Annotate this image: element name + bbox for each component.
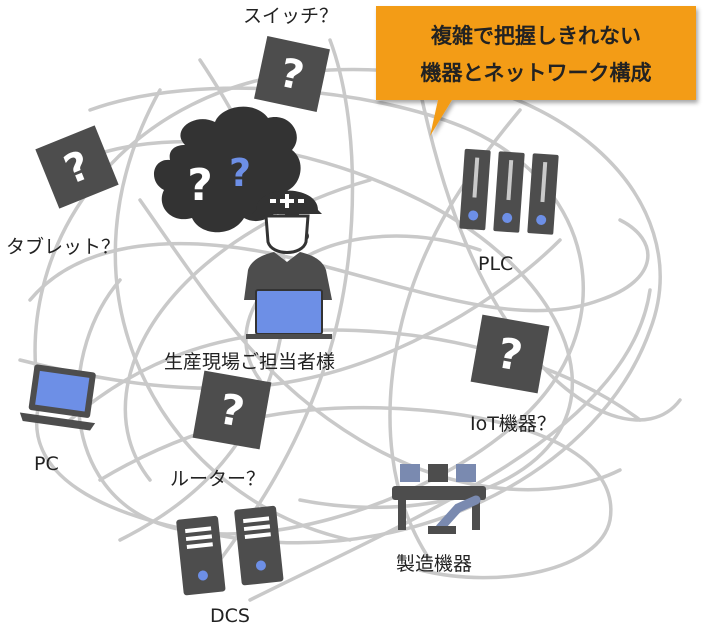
tower-unit — [234, 505, 284, 586]
tower-unit — [176, 515, 226, 596]
box — [428, 464, 448, 482]
cable — [68, 328, 642, 422]
conveyor-belt — [392, 486, 486, 500]
label-tablet: タブレット？ — [6, 235, 120, 258]
laptop-screen — [35, 370, 90, 412]
question-mark: ? — [187, 160, 213, 211]
conveyor-robot-icon — [392, 464, 486, 534]
question-box — [35, 125, 119, 209]
callout-line-2: 機器とネットワーク構成 — [421, 61, 652, 85]
conveyor-leg — [472, 500, 480, 530]
helmet-stripe — [298, 199, 304, 203]
label-manufacturing: 製造機器 — [396, 553, 472, 575]
server-rack-icon — [459, 148, 559, 235]
question-box-icon: ? — [192, 370, 272, 450]
robot-base — [428, 526, 456, 534]
cable — [138, 198, 622, 492]
question-box — [254, 36, 330, 112]
cable — [33, 67, 662, 545]
question-box — [192, 370, 272, 450]
cable — [28, 218, 650, 313]
label-pc: PC — [34, 453, 59, 475]
rack-unit — [527, 153, 559, 235]
question-box-icon: ? — [470, 314, 550, 394]
tangled-cables — [18, 38, 682, 602]
laptop-keyboard — [19, 412, 96, 431]
question-box-icon: ? — [254, 36, 330, 112]
face — [264, 214, 310, 254]
label-person: 生産現場ご担当者様 — [164, 351, 335, 373]
label-switch: スイッチ？ — [243, 5, 338, 27]
body — [244, 252, 332, 300]
question-box-icon: ? — [35, 125, 119, 209]
label-router: ルーター？ — [170, 468, 265, 490]
worker-with-laptop-icon — [244, 190, 332, 339]
label-dcs: DCS — [210, 605, 250, 627]
callout-line-1: 複雑で把握しきれない — [430, 24, 641, 48]
rack-unit — [493, 151, 525, 233]
label-plc: PLC — [478, 253, 513, 275]
robot-arm — [435, 495, 481, 533]
helmet-stripe — [270, 199, 276, 203]
label-iot: IoT機器？ — [470, 413, 556, 435]
callout — [376, 6, 696, 136]
box — [400, 464, 420, 482]
rack-unit — [459, 148, 491, 231]
cable — [76, 86, 585, 536]
helmet-plus-v — [285, 194, 289, 208]
cable — [18, 238, 562, 391]
question-mark-blue: ? — [229, 151, 251, 195]
box — [456, 464, 476, 482]
laptop-screen — [255, 289, 323, 335]
conveyor-leg — [398, 500, 406, 530]
callout-bubble — [376, 6, 696, 136]
question-box — [470, 314, 550, 394]
laptop-base — [246, 334, 332, 339]
laptop-icon — [19, 364, 96, 431]
server-tower-icon — [176, 505, 284, 596]
cable — [248, 288, 652, 602]
